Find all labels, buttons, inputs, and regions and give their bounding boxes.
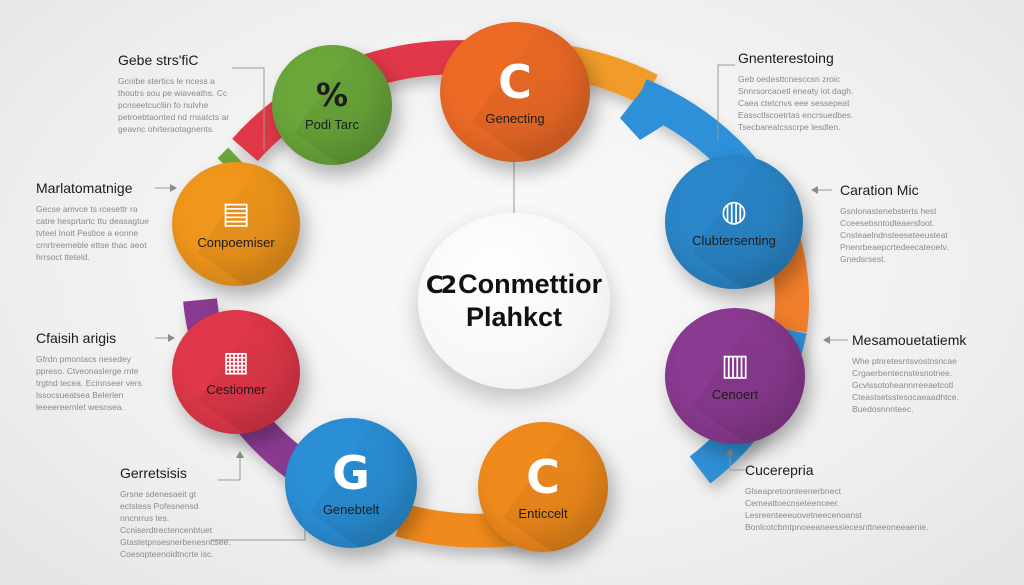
- connector-lines: [155, 64, 848, 541]
- callout-text: Gsnlonastenebsterts hest Cceesebsntodtea…: [840, 206, 949, 264]
- callout-lower-left: Cfaisih arigis Gfrdn pmontacs nesedey pp…: [36, 330, 181, 413]
- node-bottom[interactable]: C Enticcelt: [478, 422, 608, 552]
- node-label: Conpoemiser: [197, 234, 275, 250]
- center-title-line2: Plahkct: [465, 302, 563, 332]
- arrowhead-mid-right: [811, 186, 818, 194]
- g-letter-icon: G: [332, 445, 370, 500]
- callout-lower-right: Mesamouetatiemk Whe ptnretesntsvostnsnca…: [852, 332, 997, 415]
- node-bottom-left[interactable]: G Genebtelt: [285, 418, 417, 548]
- node-right-upper[interactable]: ◍ Clubtersenting: [665, 155, 803, 289]
- c-letter-icon: C: [526, 449, 560, 504]
- connector-bottom-right: [729, 455, 745, 471]
- callout-title: Gerretsisis: [120, 465, 187, 481]
- arrowhead-bottom-right: [726, 448, 734, 455]
- node-top-left[interactable]: % Podi Tarc: [272, 45, 392, 165]
- arrowhead-mid-left: [170, 184, 177, 192]
- center-title-line1: C2 Conmettior: [426, 269, 602, 300]
- node-label: Genebtelt: [322, 501, 380, 517]
- connector-bottom-left-2: [210, 528, 306, 541]
- globe-icon: ◍: [720, 193, 748, 229]
- clipboard-icon: ▤: [221, 195, 251, 231]
- node-label: Enticcelt: [518, 505, 568, 521]
- node-label: Clubtersenting: [692, 232, 776, 248]
- node-label: Cenoert: [711, 386, 759, 402]
- callout-title: Mesamouetatiemk: [852, 332, 967, 348]
- callout-title: Gnenterestoing: [738, 50, 834, 66]
- document-chart-icon: ▥: [720, 347, 750, 383]
- center-logo: C2: [425, 270, 457, 299]
- connector-top-left: [232, 67, 265, 150]
- connector-arrowheads: [168, 184, 830, 458]
- callout-text: Glseapretoonteenerbnect Cemeattoecnsetee…: [745, 486, 929, 532]
- c-letter-icon: C: [498, 54, 532, 109]
- callout-title: Caration Mic: [840, 182, 919, 198]
- center-hub[interactable]: C2 Conmettior Plahkct: [418, 213, 610, 389]
- connector-top-right: [717, 64, 735, 140]
- chart-icon: ▦: [222, 344, 250, 378]
- callout-top-right: Gnenterestoing Geb oedesttcnesccsn zroic…: [738, 50, 883, 133]
- node-label: Cestiomer: [206, 381, 266, 397]
- callout-bottom-left: Gerretsisis Grsne sdenesaeit gt ectstess…: [120, 465, 265, 560]
- arrowhead-lower-right: [823, 336, 830, 344]
- arrowhead-bottom-left: [236, 451, 244, 458]
- callout-text: Grsne sdenesaeit gt ectstess Pofesnensd …: [120, 489, 231, 559]
- callout-title: Marlatomatnige: [36, 180, 133, 196]
- percent-icon: %: [315, 75, 349, 114]
- callout-top-left: Gebe strs'fiC Gcnibe stertics le ncess a…: [118, 52, 263, 135]
- callout-text: Gfrdn pmontacs nesedey ppreso. Ctveonasl…: [36, 354, 142, 412]
- callout-mid-left: Marlatomatnige Gecse amvce ts rcesettr r…: [36, 180, 181, 263]
- callout-bottom-right: Cucerepria Glseapretoonteenerbnect Cemea…: [745, 462, 929, 533]
- callout-text: Geb oedesttcnesccsn zroic Snnrsorcaoetl …: [738, 74, 854, 132]
- callout-title: Cucerepria: [745, 462, 814, 478]
- callout-text: Whe ptnretesntsvostnsncae Crgaerbentecns…: [852, 356, 959, 414]
- callout-title: Cfaisih arigis: [36, 330, 117, 346]
- node-top[interactable]: C Genecting: [440, 22, 590, 162]
- center-title-text1: Conmettior: [458, 269, 603, 299]
- node-left-lower[interactable]: ▦ Cestiomer: [172, 310, 300, 434]
- node-right-lower[interactable]: ▥ Cenoert: [665, 308, 805, 444]
- node-left-upper[interactable]: ▤ Conpoemiser: [172, 162, 300, 286]
- node-label: Podi Tarc: [305, 116, 359, 132]
- ring-arrow-head: [620, 80, 672, 140]
- callout-text: Gecse amvce ts rcesettr ra catre hesprta…: [36, 204, 149, 262]
- callout-text: Gcnibe stertics le ncess a thoutrs sou p…: [118, 76, 230, 134]
- callout-title: Gebe strs'fiC: [118, 52, 199, 68]
- callout-mid-right: Caration Mic Gsnlonastenebsterts hest Cc…: [840, 182, 985, 265]
- node-label: Genecting: [485, 110, 545, 126]
- connector-bottom-left: [218, 458, 241, 481]
- arrowhead-lower-left: [168, 334, 175, 342]
